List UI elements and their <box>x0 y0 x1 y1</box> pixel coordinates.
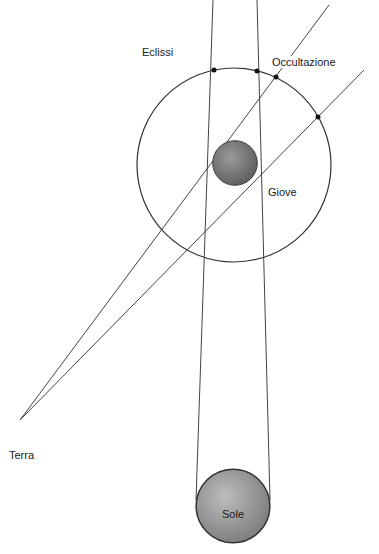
planet-circle-shape <box>212 140 258 186</box>
moon-dot <box>316 115 321 120</box>
point-label: Terra <box>8 449 35 461</box>
point-label: Eclissi <box>141 46 174 58</box>
point-label: Occultazione <box>271 56 337 68</box>
sun-circle-shape <box>195 468 271 544</box>
orbit-circle <box>137 68 331 262</box>
shadow-line <box>257 0 270 500</box>
node-label: Sole <box>222 508 244 520</box>
sight-line <box>20 70 364 420</box>
planet-circle-disc <box>213 141 258 186</box>
shadow-line <box>196 0 213 500</box>
moon-dot <box>255 69 260 74</box>
moon-dot <box>212 68 217 73</box>
sun-circle: Sole <box>195 468 271 544</box>
sun-circle-disc <box>196 469 270 543</box>
moon-dot <box>274 75 279 80</box>
planet-circle: Giove <box>212 140 258 186</box>
node-label: Giove <box>268 186 297 198</box>
